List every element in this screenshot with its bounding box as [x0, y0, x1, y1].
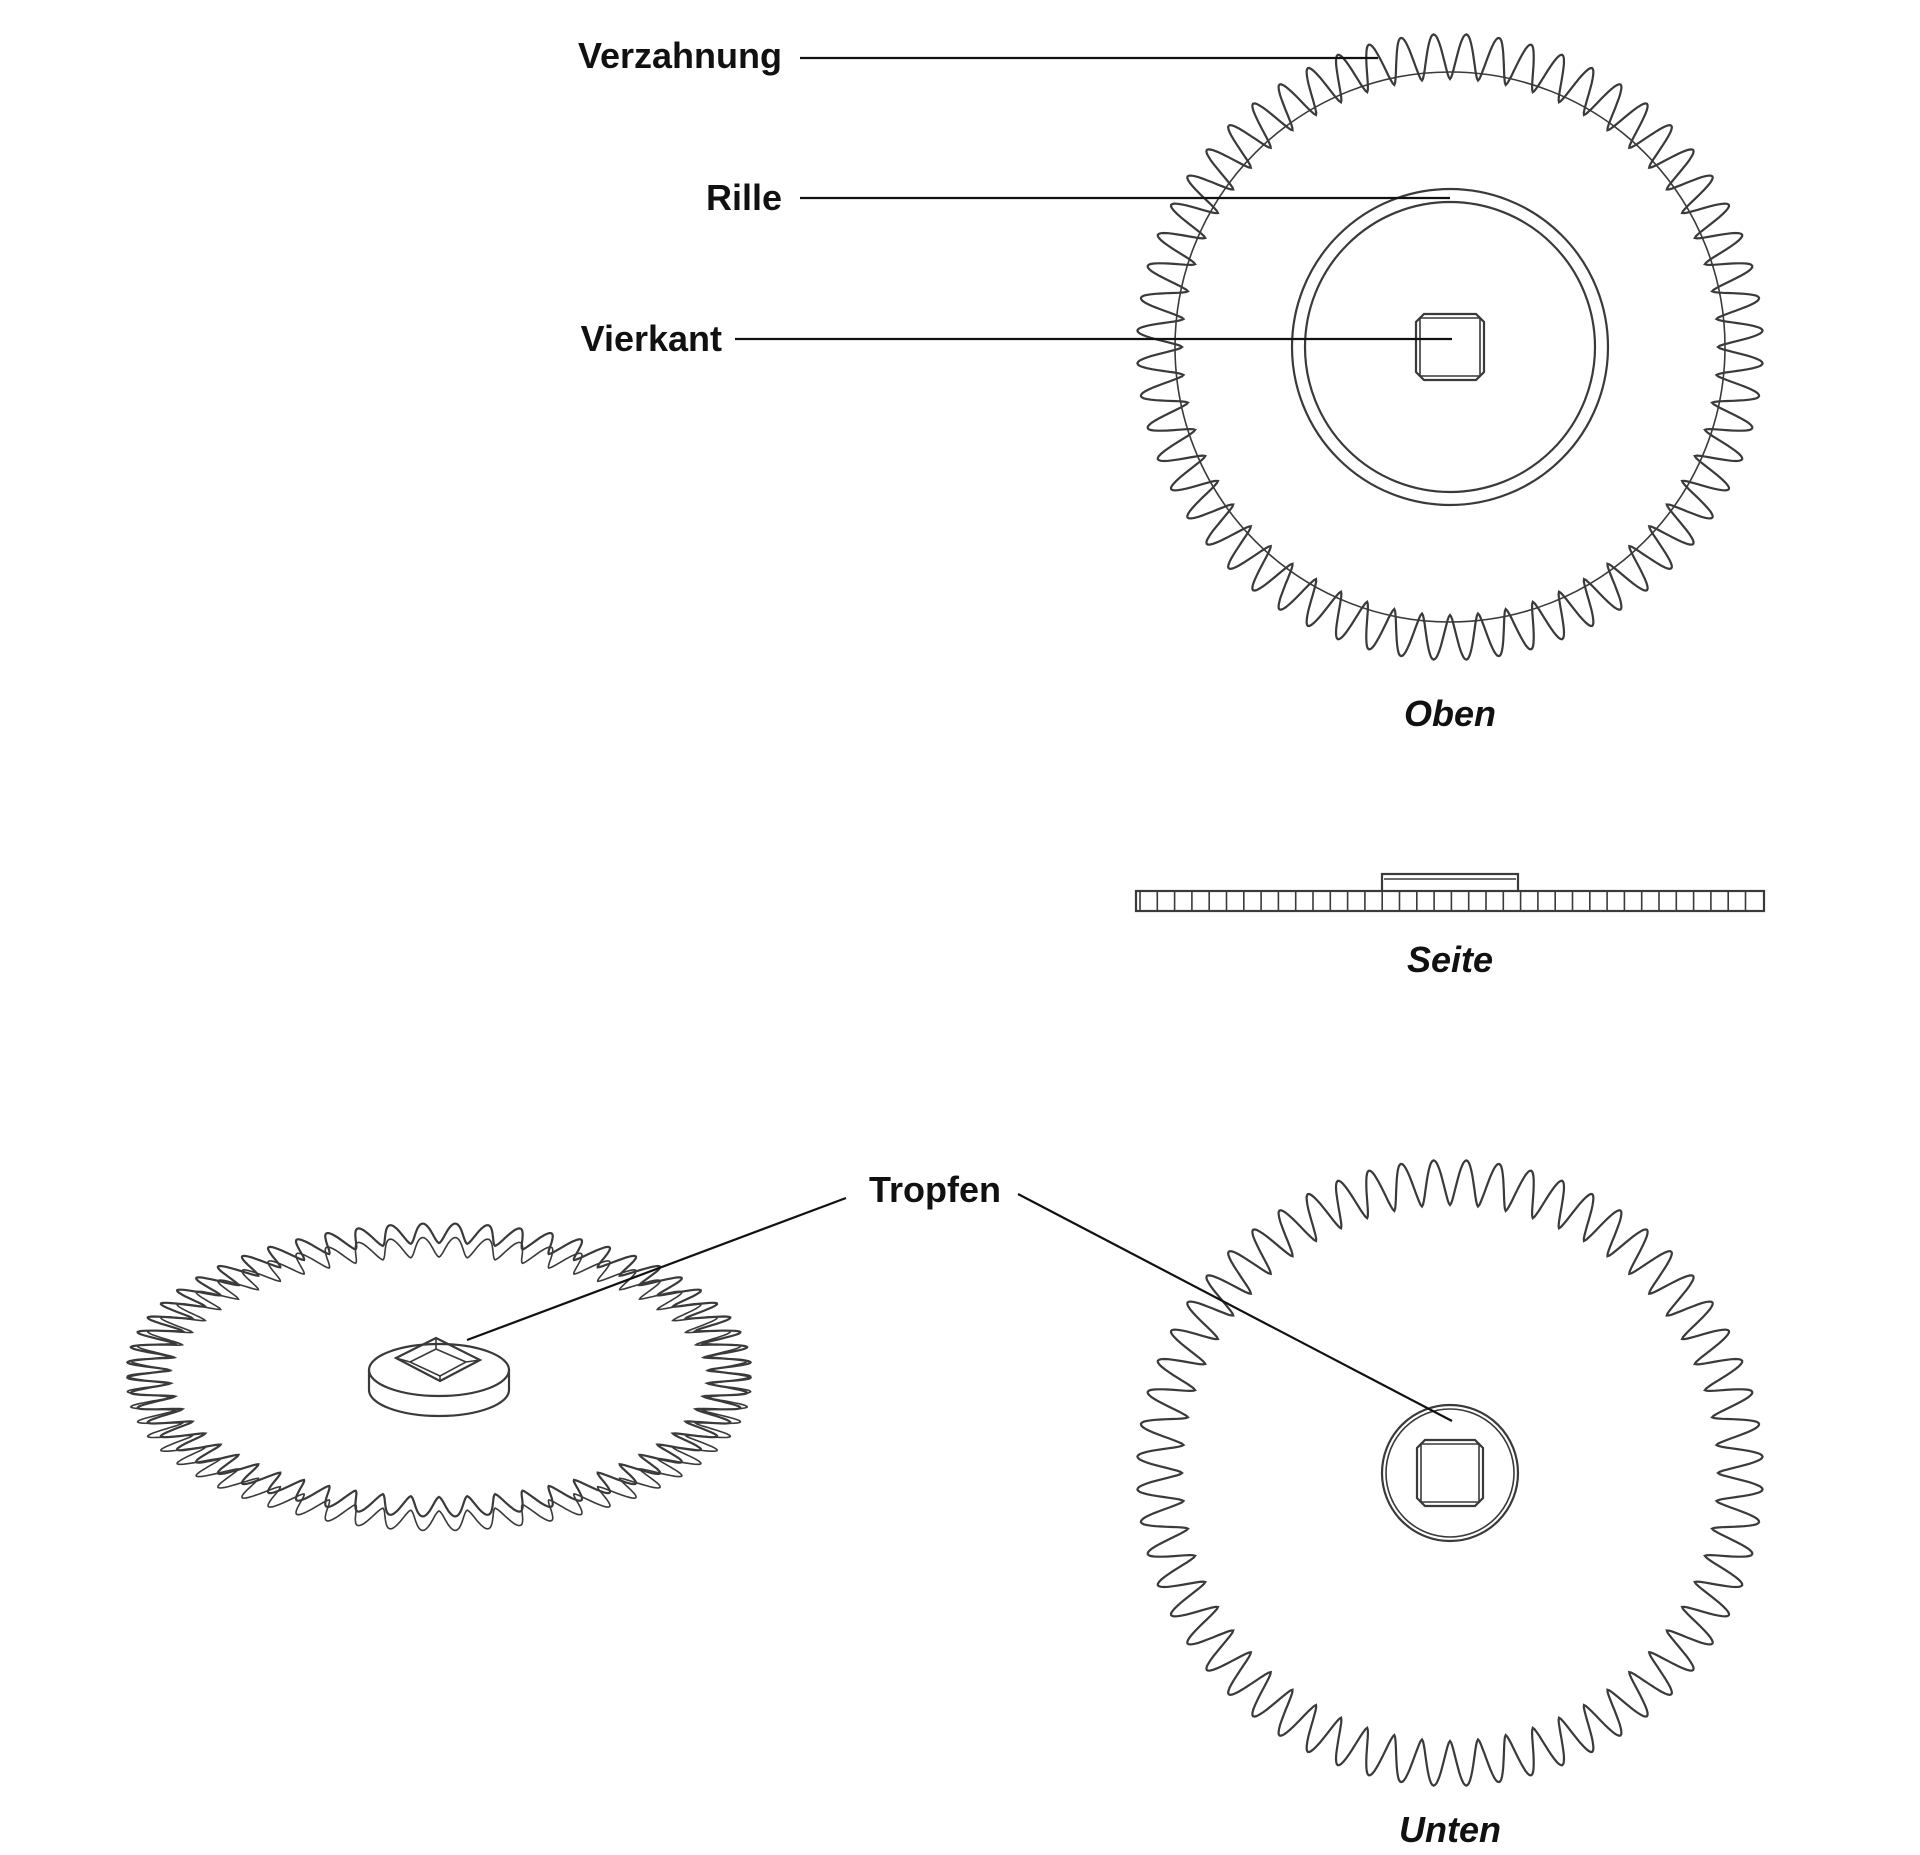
leader-drop-isometric — [466, 1196, 847, 1342]
label-teeth: Verzahnung — [578, 35, 782, 76]
top-view — [1136, 33, 1764, 661]
bottom-view-drop-inner — [1385, 1408, 1515, 1538]
top-view-gear-teeth — [1136, 33, 1764, 661]
side-view-hub — [1380, 872, 1520, 894]
side-view-tooth-edges — [1139, 892, 1747, 910]
top-view-square-hole-inner — [1419, 317, 1481, 377]
label-groove: Rille — [706, 177, 782, 218]
isometric-gear-teeth-top-edge — [125, 1222, 753, 1518]
caption-bottom: Unten — [1399, 1809, 1501, 1850]
side-view-gear-disc — [1134, 889, 1766, 913]
label-square: Vierkant — [581, 318, 722, 359]
isometric-view-gear-teeth — [125, 1222, 753, 1532]
leader-drop-bottom — [1017, 1193, 1453, 1422]
top-view-groove-outer — [1290, 187, 1610, 507]
top-view-gear-body-rim — [1174, 71, 1726, 623]
isometric-hub-top — [367, 1342, 511, 1398]
label-drop: Tropfen — [869, 1169, 1001, 1210]
bottom-view — [1136, 1159, 1764, 1787]
bottom-view-gear-teeth — [1136, 1159, 1764, 1787]
caption-top: Oben — [1404, 693, 1496, 734]
caption-side: Seite — [1407, 939, 1493, 980]
top-view-groove-inner — [1303, 200, 1597, 494]
bottom-view-square-hole-inner — [1420, 1443, 1480, 1503]
top-view-square-hole — [1414, 312, 1486, 382]
side-view — [1134, 872, 1766, 913]
bottom-view-square-hole — [1415, 1438, 1485, 1508]
bottom-view-drop-outer — [1380, 1403, 1520, 1543]
isometric-view — [125, 1222, 753, 1532]
isometric-square-hole-depth — [395, 1338, 481, 1381]
